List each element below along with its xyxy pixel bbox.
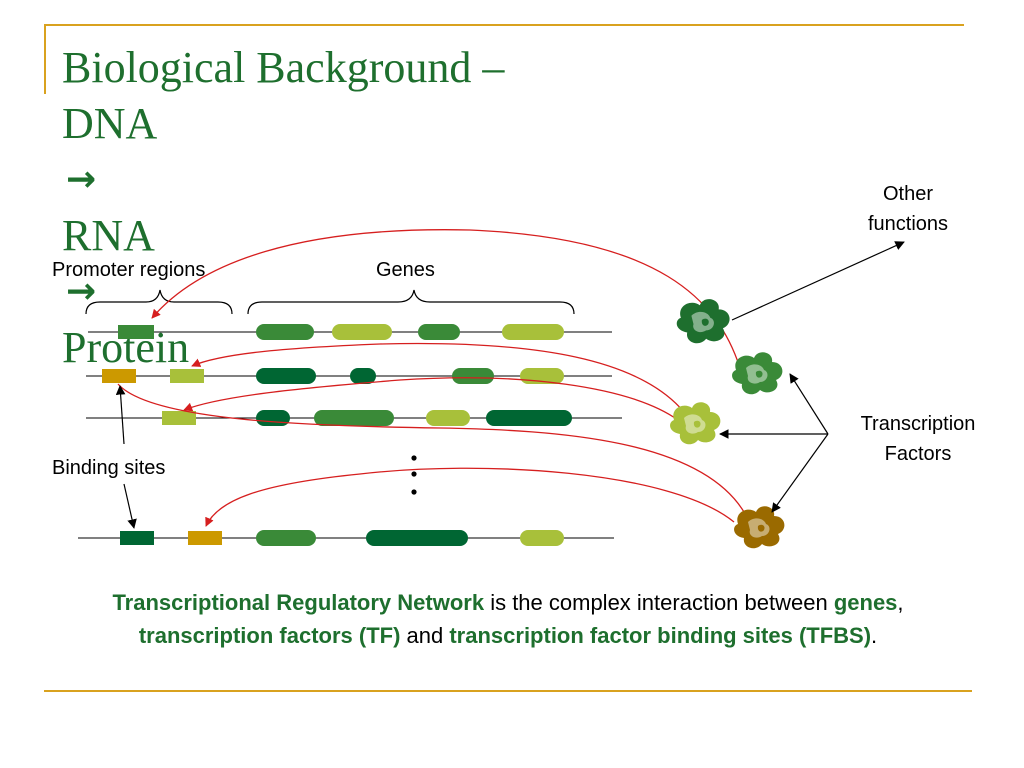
caption-term-tf: transcription factors (TF) (138, 623, 401, 648)
gene (350, 368, 376, 384)
genes-brace (247, 289, 575, 315)
left-rule (44, 24, 46, 94)
title-dna: DNA (62, 99, 158, 148)
title-rna: RNA (62, 211, 155, 260)
binding-site (118, 325, 154, 339)
transcription-factors-label-1: Transcription (861, 413, 976, 435)
ellipsis-dot (411, 455, 417, 461)
other-functions-label-2: functions (868, 213, 948, 235)
gene (256, 368, 316, 384)
binding-site (102, 369, 136, 383)
caption-term-trn: Transcriptional Regulatory Network (112, 590, 485, 615)
binding-site (120, 531, 154, 545)
gene (256, 324, 314, 340)
caption-text: . (871, 623, 878, 648)
gene (314, 410, 394, 426)
regulation-link (205, 467, 735, 527)
gene (486, 410, 572, 426)
tf-arrow (789, 373, 829, 435)
top-rule (44, 24, 964, 26)
title-line-2: DNA → RNA → Protein (62, 96, 504, 376)
gene (332, 324, 392, 340)
right-arrow-icon: → (66, 271, 97, 312)
regulation-link (117, 383, 745, 513)
transcription-factor-blob (732, 352, 783, 395)
other-functions-label-1: Other (883, 183, 933, 205)
caption-term-genes: genes (833, 590, 898, 615)
binding-site (188, 531, 222, 545)
caption-text: is the complex interaction between (484, 590, 834, 615)
promoter-regions-label: Promoter regions (52, 259, 205, 281)
binding-sites-label: Binding sites (52, 457, 165, 479)
caption-text: and (400, 623, 450, 648)
tf-arrow (771, 433, 829, 513)
binding-site (162, 411, 196, 425)
regulation-link (151, 229, 741, 369)
right-arrow-icon: → (66, 159, 97, 200)
gene (366, 530, 468, 546)
gene (452, 368, 494, 384)
caption-text: , (897, 590, 904, 615)
genes-label: Genes (376, 259, 435, 281)
transcription-factors-label-2: Factors (885, 443, 952, 465)
title-line-1: Biological Background – (62, 43, 505, 92)
binding-sites-arrow (115, 385, 126, 445)
gene (256, 410, 290, 426)
binding-site (170, 369, 204, 383)
other-functions-arrow (731, 241, 905, 321)
slide-title: Biological Background – DNA → RNA → Prot… (62, 40, 504, 376)
gene (418, 324, 460, 340)
ellipsis-dot (411, 489, 417, 495)
transcription-factor-blob (670, 402, 721, 445)
ellipsis-dot (411, 471, 417, 477)
gene (502, 324, 564, 340)
gene (520, 530, 564, 546)
transcription-factor-blob (734, 506, 785, 549)
promoter-brace (85, 289, 233, 315)
gene (426, 410, 470, 426)
caption: Transcriptional Regulatory Network is th… (44, 586, 972, 652)
binding-sites-arrow (123, 483, 137, 529)
regulation-link (191, 342, 685, 413)
gene (256, 530, 316, 546)
regulation-link (183, 377, 679, 421)
caption-term-tfbs: transcription factor binding sites (TFBS… (449, 623, 872, 648)
bottom-rule (44, 690, 972, 692)
transcription-factor-blob (676, 299, 730, 344)
